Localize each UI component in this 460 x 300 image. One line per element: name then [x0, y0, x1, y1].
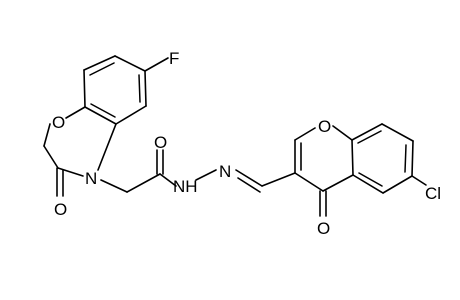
atom-label-nh-hydrazide: NH [173, 177, 198, 196]
atom-label-nitrogen-imine: N [219, 162, 231, 181]
benzoxazine-benzene-ring [83, 55, 147, 125]
atom-label-oxygen-amide: O [154, 133, 167, 152]
atom-label-nitrogen-oxazine: N [85, 169, 97, 188]
atom-label-oxygen-chromone-ring: O [318, 117, 331, 136]
oxazinone-ring [43, 106, 117, 177]
atom-label-oxygen-chromone-keto: O [317, 219, 330, 238]
chromone-benzene-ring [351, 123, 414, 194]
atom-label-oxygen-lactam: O [54, 200, 67, 219]
acetohydrazide-linker [100, 149, 296, 193]
chromone-pyranone-ring [294, 125, 354, 217]
atom-label-oxygen-oxazine: O [52, 113, 65, 132]
c-cl-bond [411, 175, 427, 186]
c-f-bond [144, 57, 169, 72]
atom-label-chlorine: Cl [425, 184, 441, 203]
atom-label-fluorine: F [169, 49, 179, 68]
